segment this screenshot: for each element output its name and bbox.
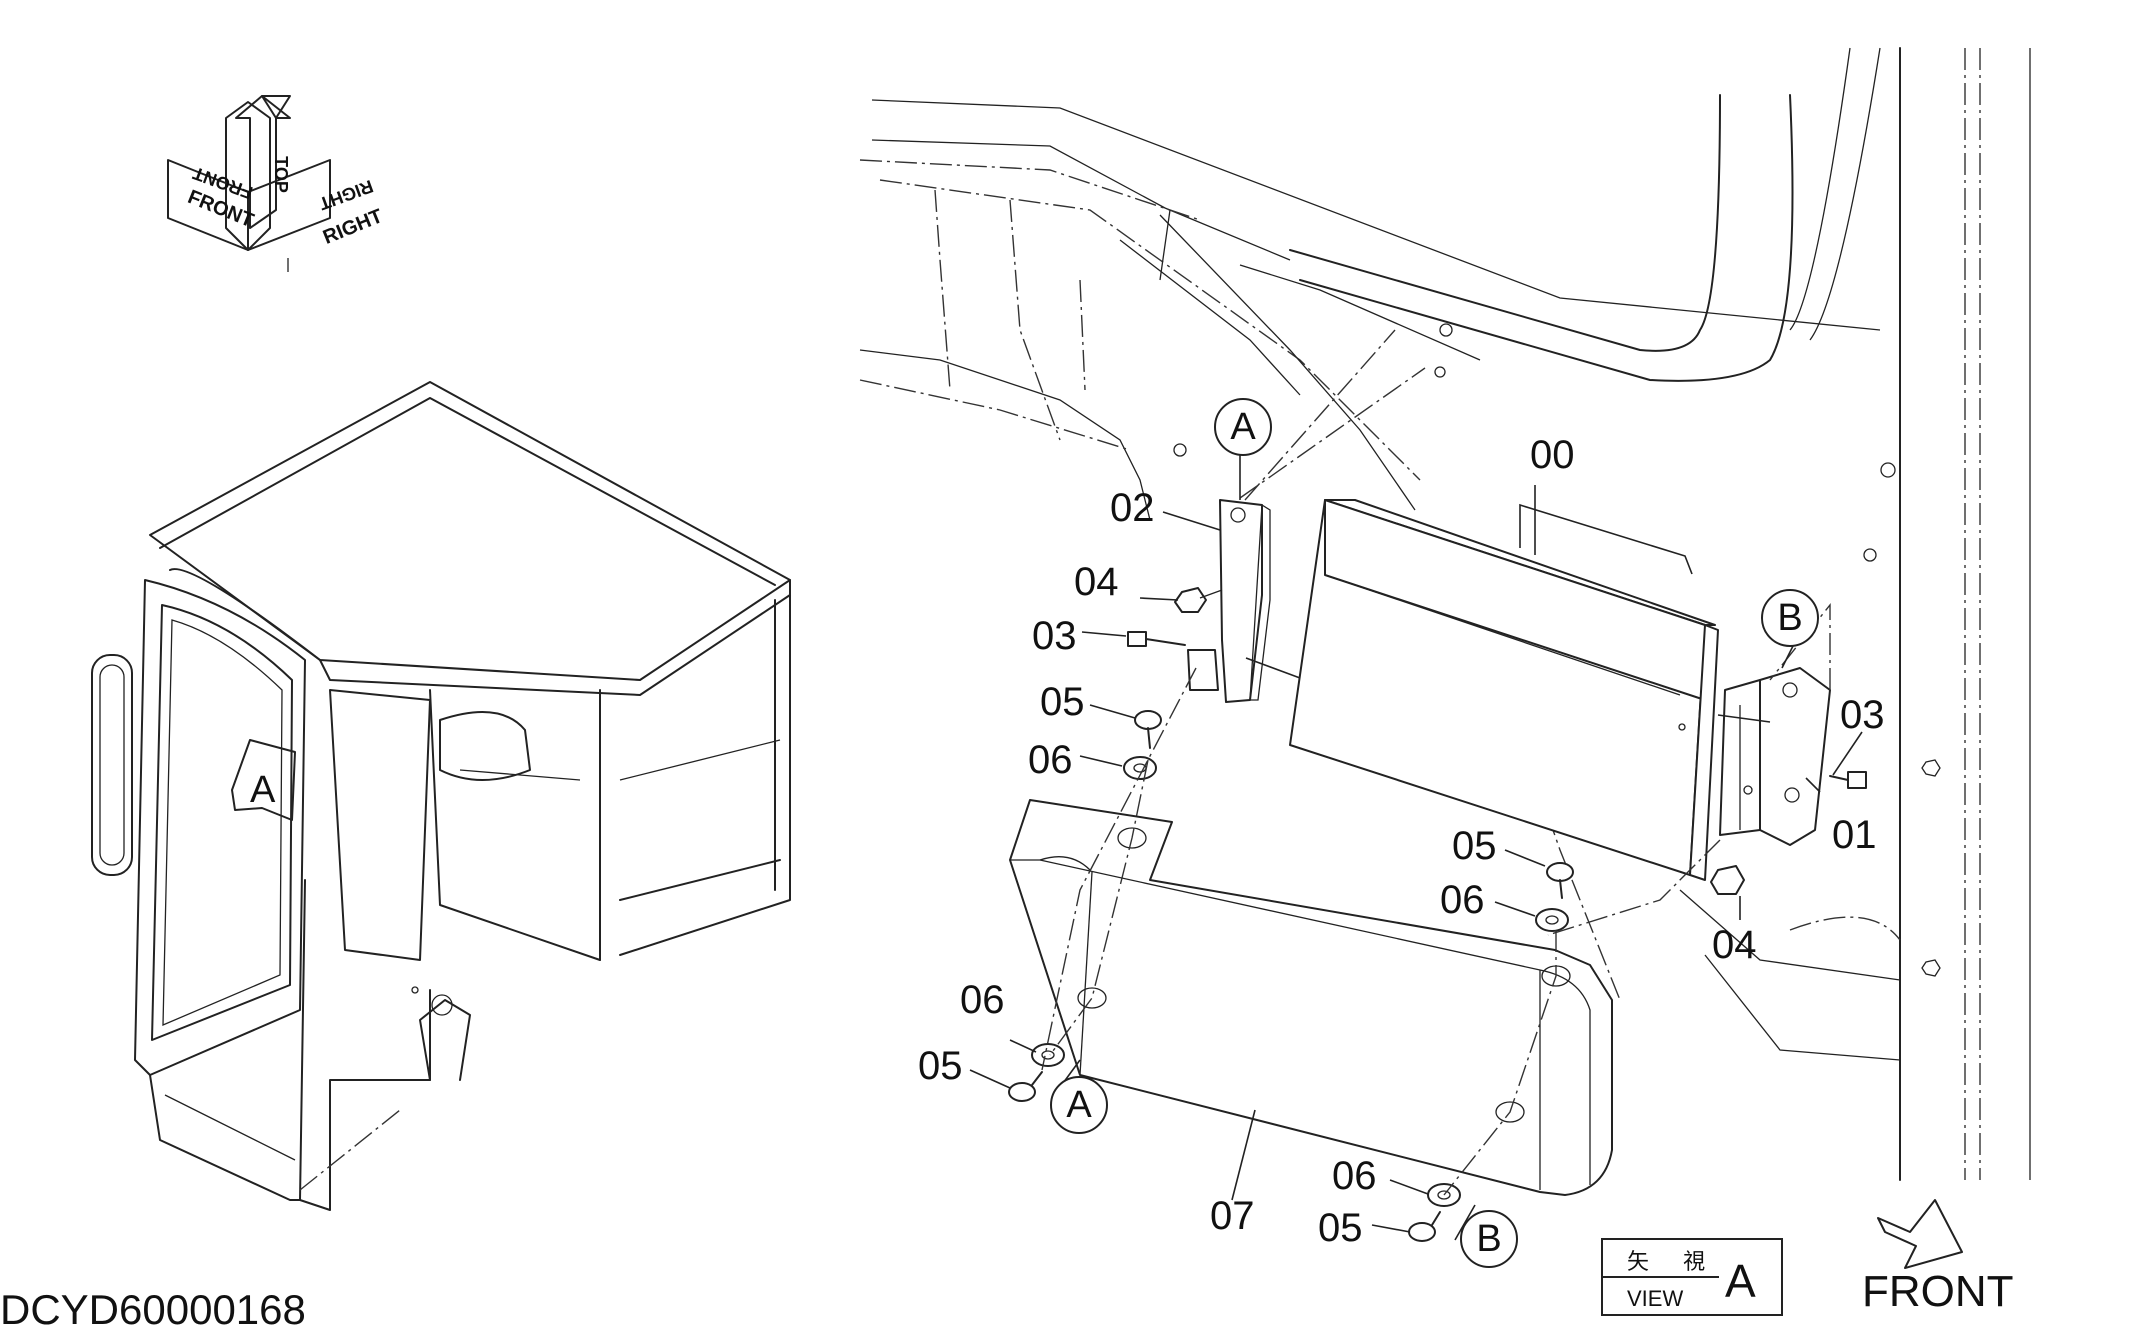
cab-structure-background [859, 47, 2031, 1181]
view-marker-label: A [250, 769, 276, 811]
view-box-divider [1603, 1276, 1719, 1278]
part-02-bracket [1187, 499, 1271, 703]
label-part-05-left: 05 [918, 1044, 963, 1088]
view-box-letter: A [1725, 1255, 1756, 1307]
callout-b-top: B [1761, 589, 1819, 647]
leader-lines [969, 438, 1863, 1241]
label-part-02: 02 [1110, 486, 1155, 530]
callout-a-bottom: A [1050, 1076, 1108, 1134]
label-part-01: 01 [1832, 813, 1877, 857]
view-a-box: 矢 視 VIEW A [1601, 1238, 1783, 1316]
label-part-04-left: 04 [1074, 560, 1119, 604]
label-part-05-top: 05 [1040, 680, 1085, 724]
callout-b-bottom: B [1460, 1210, 1518, 1268]
label-part-06-mid: 06 [1440, 878, 1485, 922]
front-label: FRONT [1862, 1267, 2014, 1316]
label-part-00: 00 [1530, 433, 1575, 477]
orientation-top-label: TOP [270, 156, 291, 193]
callout-a-top: A [1214, 398, 1272, 456]
label-part-06-left: 06 [960, 978, 1005, 1022]
view-box-japanese: 矢 視 [1627, 1249, 1720, 1274]
cab-illustration [91, 381, 791, 1211]
orientation-symbol [167, 95, 331, 272]
hardware [1008, 587, 1867, 1242]
assembly-lines [1041, 329, 1831, 1196]
label-part-05-mid: 05 [1452, 824, 1497, 868]
drawing-number: DCYD60000168 [0, 1286, 306, 1333]
label-part-04-right: 04 [1712, 923, 1757, 967]
view-box-english: VIEW [1627, 1286, 1684, 1311]
part-01-bracket [1719, 667, 1831, 846]
label-part-06-bottom: 06 [1332, 1154, 1377, 1198]
label-part-06-top: 06 [1028, 738, 1073, 782]
part-07-cover [1009, 799, 1613, 1196]
label-part-07: 07 [1210, 1194, 1255, 1238]
front-arrow [1877, 1199, 1963, 1269]
view-a-arrow [231, 739, 296, 821]
label-part-03-right: 03 [1840, 693, 1885, 737]
part-00-box [1289, 499, 1719, 881]
label-part-03-left: 03 [1032, 614, 1077, 658]
label-part-05-bottom: 05 [1318, 1206, 1363, 1250]
